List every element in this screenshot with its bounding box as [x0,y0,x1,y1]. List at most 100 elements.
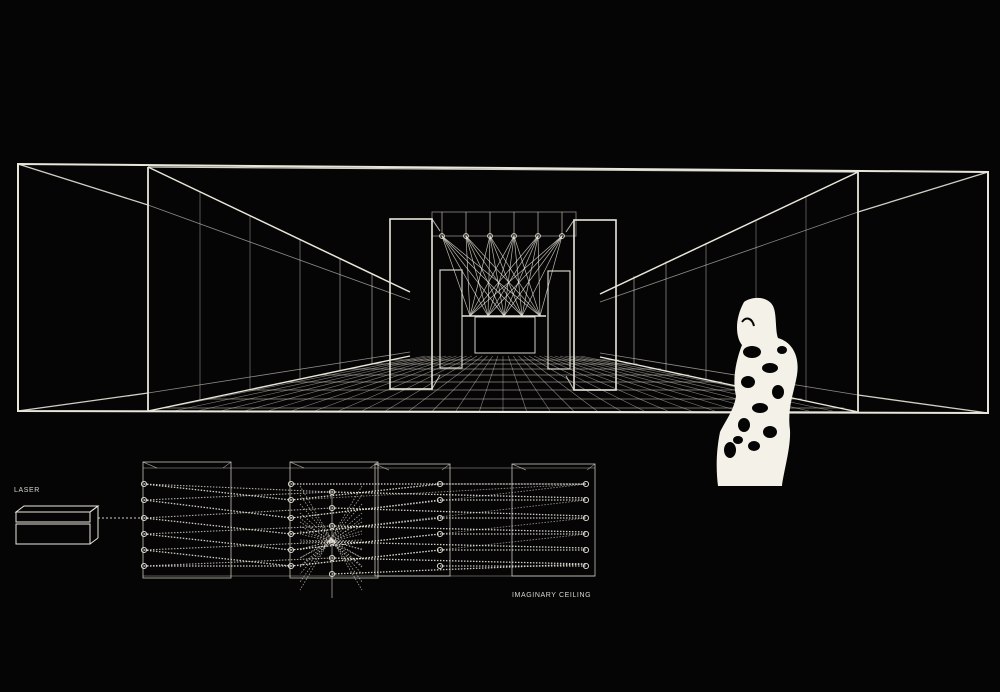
inner-frame-top [147,166,859,173]
back-wall-fill [476,318,534,352]
floor-grid-line [432,355,488,412]
laser-beam [465,235,541,317]
laser-beam [487,235,491,317]
mirror-frame-depth [222,461,232,469]
cluster-beam [299,503,363,575]
figure-shadow-spot [741,376,755,388]
cluster-beam [299,485,363,591]
floor-grid-line [518,355,574,412]
figure-shadow-spot [743,346,761,358]
figure-shadow-spot [762,363,778,373]
mirror-frame [511,463,596,577]
floor-grid-line [554,355,739,412]
back-wall [474,316,536,354]
figure-shadow-spot [738,418,750,432]
figure-shadow-spot [724,442,736,458]
reflected-beam [290,483,587,519]
pillar-left-front-edge [431,218,441,232]
reflected-beam [331,541,587,549]
floor-grid-line [513,355,551,412]
reflected-beam [143,557,333,567]
reflected-beam [331,491,587,499]
laser-beam [487,235,515,317]
mirror-frame-depth [441,463,451,471]
floor-grid-line [539,355,668,412]
ceiling-line-right [599,211,859,303]
cluster-beam [299,517,363,568]
laser-beam [521,235,563,317]
reflected-beam [331,557,587,565]
floor-grid-line [479,355,499,412]
laser-beam [513,235,523,317]
laser-beam [441,235,489,317]
mirror-node [582,546,590,554]
figure-face-contour [741,317,755,327]
laser-beam [465,235,471,317]
reflected-beam [143,549,292,567]
figure-shadow-spot [763,426,777,438]
laser-diagram [14,461,596,598]
laser-beam [441,235,541,317]
imaginary-ceiling-label: IMAGINARY CEILING [512,592,592,599]
laser-beam [489,235,541,317]
mirror-frame [289,461,379,579]
cluster-beam [299,530,363,551]
floor-grid-line [455,355,493,412]
figure-shadow-spot [748,441,760,451]
mirror-frame-depth [511,463,527,471]
floor-grid-line [507,355,527,412]
pillar-right-front-edge [565,219,575,233]
laser-beam [469,235,515,317]
floor-grid-line [196,355,436,412]
diagonal-bottom-right [857,394,989,414]
reflected-beam [143,507,333,519]
laser-beam [489,235,523,317]
mirror-frame-depth [374,463,390,471]
corridor-perspective [17,162,989,415]
laser-box-edge [89,537,99,545]
laser-beam [503,235,515,317]
reflected-beam [290,483,441,501]
floor-grid-line [149,355,426,412]
mirror-frame-depth [289,461,305,469]
mirror-frame-depth [142,461,158,469]
laser-beam [487,235,539,317]
pillar-left-back [439,269,463,369]
cluster-beam [299,539,363,543]
floor-grid-line [408,355,483,412]
diagonal-top-right [857,171,989,213]
laser-box-edge [89,505,99,513]
floor-grid-line [361,355,473,412]
mirror-node [140,480,148,488]
floor-grid-line [523,355,598,412]
reflected-beam [143,499,292,519]
ceiling-edge-right [599,171,859,295]
laser-beam [469,235,563,317]
mirror-node [287,514,295,522]
cluster-beam [299,503,363,575]
mirror-frame-depth [369,461,379,469]
laser-beam [441,235,523,317]
reflected-beam [143,541,333,551]
figure-shadow-spot [752,403,768,413]
mirror-node [582,562,590,570]
ceiling-line-left [147,204,411,301]
diagonal-bottom-left [17,392,149,412]
pillar-left-front [389,218,433,390]
floor-grid-line [267,355,452,412]
pillar-right-front-edge [565,375,575,391]
reflected-beam [143,517,292,535]
reflected-beam [331,525,587,533]
floor-grid-line [580,355,857,412]
floor-line-right [599,352,859,396]
reflected-beam [143,483,292,501]
laser-beam [489,235,505,317]
laser-box-lower [15,523,91,545]
cluster-beam [299,525,363,559]
ceiling-edge-left [147,166,411,293]
mirror-frame [142,461,232,579]
floor-grid-line [244,355,447,412]
floor-grid-line [549,355,715,412]
floor-grid-line [559,355,762,412]
reflected-beam [290,499,587,535]
